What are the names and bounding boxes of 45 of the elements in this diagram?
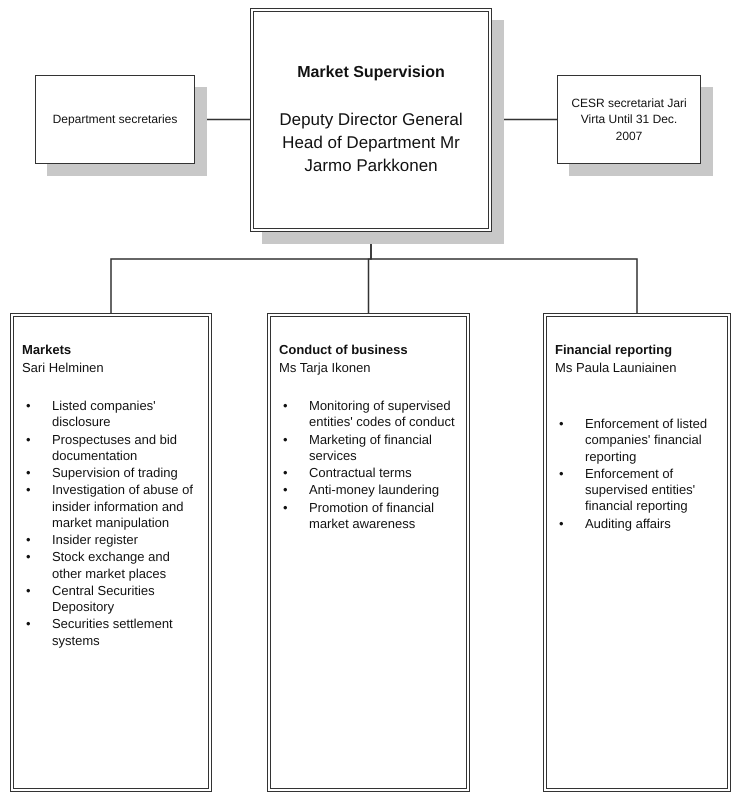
list-item: Anti-money laundering — [309, 482, 440, 499]
bullet: • — [25, 582, 32, 600]
label-text: CESR secretariat Jari Virta Until 31 Dec. 2007 — [570, 95, 688, 144]
bullet: • — [25, 465, 32, 482]
bullet: • — [25, 616, 32, 634]
bullet: • — [282, 432, 289, 449]
list-item: Securities settlement systems — [52, 616, 174, 649]
list-item: Promotion of financial market awareness — [309, 500, 436, 532]
person-name: Ms Paula Launiainen — [555, 358, 678, 376]
heading: Market Supervision — [297, 62, 445, 83]
label-text: Department secretaries — [52, 111, 178, 128]
label-text: Deputy Director General Head of Department Mr Jarmo Parkkonen — [278, 109, 464, 178]
division-box — [267, 313, 470, 792]
bullet: • — [25, 432, 32, 449]
list-item: Enforcement of listed companies' financial reporting — [585, 416, 708, 465]
list-item: Marketing of financial services — [309, 432, 433, 464]
bullet: • — [282, 398, 289, 416]
list-item: Supervision of trading — [52, 465, 178, 482]
list-item: Monitoring of supervised entities' codes of conduct — [309, 398, 456, 431]
list-item: Stock exchange and other market places — [52, 549, 171, 582]
list-item: Prospectuses and bid documentation — [52, 432, 178, 464]
bullet: • — [282, 500, 289, 517]
bullet: • — [25, 532, 32, 548]
bullet: • — [282, 465, 289, 482]
list-item: Investigation of abuse of insider information and market manipulation — [52, 482, 194, 532]
bullet: • — [558, 466, 565, 483]
bullet: • — [25, 398, 32, 416]
bullet: • — [282, 482, 289, 499]
division-box — [543, 313, 731, 792]
bullet: • — [558, 516, 565, 532]
list-item: Enforcement of supervised entities' financial reporting — [585, 466, 696, 515]
list-item: Auditing affairs — [585, 516, 671, 532]
person-name: Ms Tarja Ikonen — [279, 358, 372, 376]
person-name: Sari Helminen — [22, 358, 105, 376]
heading: Financial reporting — [555, 341, 674, 359]
bullet: • — [558, 416, 565, 434]
list-item: Listed companies' disclosure — [52, 398, 157, 431]
bullet: • — [25, 549, 32, 566]
list-item: Contractual terms — [309, 465, 412, 482]
heading: Conduct of business — [279, 341, 409, 359]
list-item: Central Securities Depository — [52, 582, 156, 616]
bullet: • — [25, 482, 32, 500]
list-item: Insider register — [52, 532, 138, 548]
division-box — [10, 313, 212, 792]
heading: Markets — [22, 341, 72, 359]
